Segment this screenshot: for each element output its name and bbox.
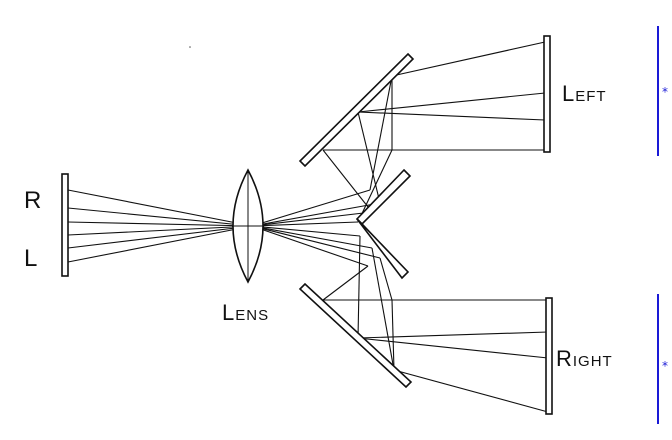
object-bottom-label: L <box>24 245 37 272</box>
lens-to-splitter-rays <box>251 189 381 267</box>
ray <box>357 111 381 204</box>
ray <box>371 247 395 371</box>
ray <box>369 75 393 191</box>
ray <box>67 225 253 263</box>
ray <box>357 149 393 223</box>
ray <box>393 369 549 413</box>
left-screen <box>543 35 551 153</box>
ray <box>357 111 546 121</box>
object-plate <box>61 173 69 277</box>
ray <box>67 225 253 236</box>
ray <box>67 225 253 249</box>
lower-mirror <box>298 282 413 389</box>
object-to-lens-rays <box>67 189 253 263</box>
lower-mirror-to-right-screen-rays <box>323 299 549 413</box>
ray <box>251 211 373 227</box>
left-view-label: Left <box>562 81 607 106</box>
ray <box>379 257 393 301</box>
splitter-lower-face <box>356 218 410 280</box>
left-marker: * <box>662 85 668 99</box>
ray <box>251 225 381 259</box>
ray <box>251 202 381 227</box>
ray <box>251 189 371 227</box>
right-screen <box>545 297 553 415</box>
ray <box>251 221 359 227</box>
stray-dot <box>189 46 191 48</box>
ray <box>357 92 546 113</box>
ray <box>67 207 253 227</box>
ray <box>251 225 369 267</box>
splitter-to-lower-mirror-rays <box>322 235 395 371</box>
ray <box>67 189 253 227</box>
ray <box>251 225 361 237</box>
lens <box>232 168 264 284</box>
splitter-upper-face <box>355 168 412 226</box>
object-top-label: R <box>24 187 41 214</box>
ray <box>251 225 373 249</box>
ray <box>67 221 253 227</box>
ray <box>322 149 373 213</box>
right-view-label: Right <box>556 346 613 371</box>
right-marker: * <box>662 359 668 373</box>
ray <box>357 331 549 339</box>
ray <box>357 337 549 359</box>
ray <box>391 299 395 371</box>
upper-mirror-to-left-screen-rays <box>323 41 546 151</box>
lens-label: Lens <box>222 300 269 325</box>
ray <box>391 41 546 77</box>
upper-mirror <box>298 52 415 168</box>
ray <box>322 265 369 301</box>
ray <box>357 235 361 339</box>
beam-splitter <box>355 168 412 280</box>
